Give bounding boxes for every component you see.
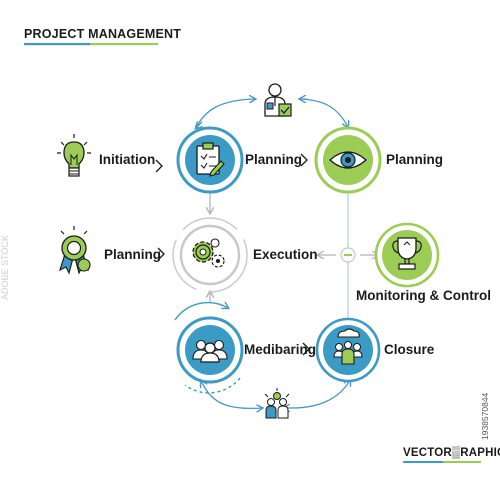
title-underline-blue [24,43,90,46]
person-checkbox-icon [264,83,292,117]
gears-icon [192,238,225,268]
chevron-planning-top [300,153,308,167]
chevron-planning-left [157,247,165,261]
title-underline-green [90,43,158,46]
presenter-icon [333,328,363,365]
award-ribbon-icon [59,226,91,275]
label-closure: Closure [384,342,435,357]
label-medibaring: Medibaring [244,342,316,357]
arrow-bottom-left [204,387,262,408]
stock-id: 1938570844 [480,392,490,440]
chevron-medibaring [302,342,310,356]
label-initiation: Initiation [99,152,155,167]
lightbulb-icon [57,134,91,177]
watermark: ADOBE STOCK [0,235,10,300]
page-title: PROJECT MANAGEMENT [24,27,181,41]
label-monitoring: Monitoring & Control [356,288,491,303]
label-planning-checklist: Planning [245,152,302,167]
trophy-icon [392,237,422,270]
arrow-top-right [299,98,348,127]
team-icon [192,339,228,363]
label-execution: Execution [253,247,318,262]
clipboard-check-icon [196,142,225,177]
label-planning-eye: Planning [386,152,443,167]
arrow-bottom-right [291,380,350,409]
team-meeting-icon [264,388,290,419]
brand-logo: VECTOR▒RAPHICS [403,446,500,459]
svg-text:ADOBE STOCK: ADOBE STOCK [0,235,10,300]
eye-icon [329,151,367,169]
label-planning-left: Planning [104,247,161,262]
chevron-initiation [155,159,163,173]
